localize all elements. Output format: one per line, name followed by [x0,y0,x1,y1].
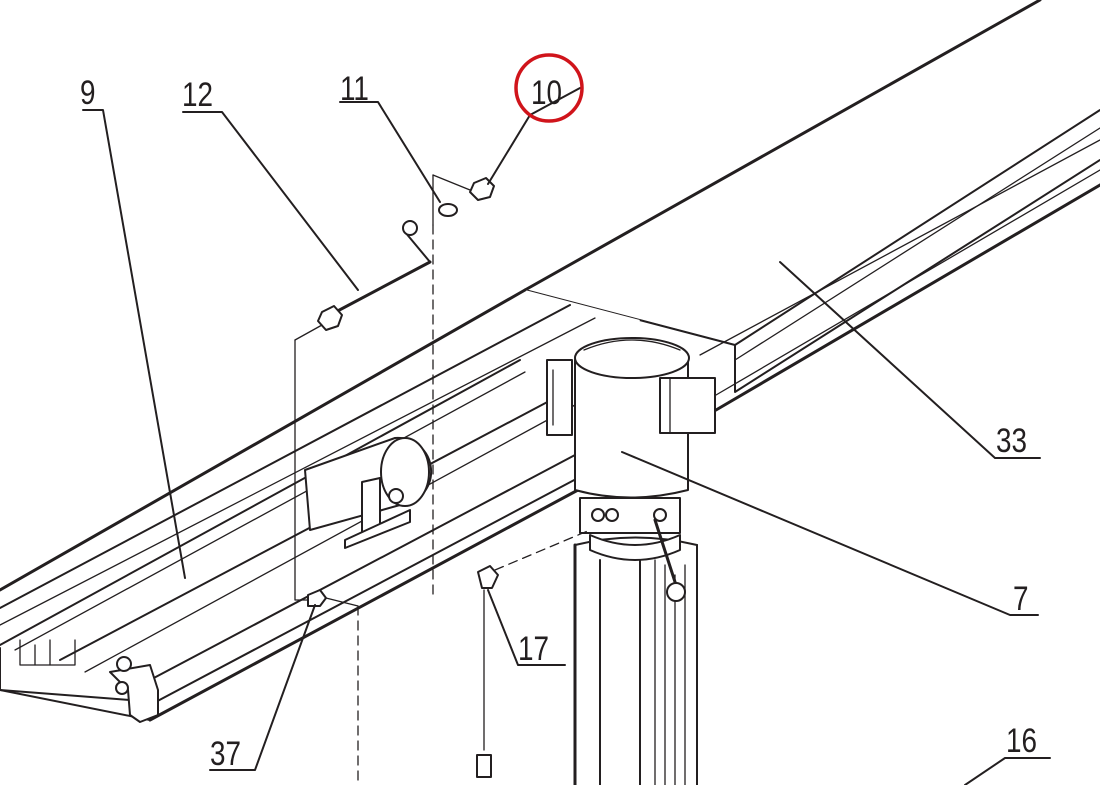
callout-37: 37 [210,734,241,772]
bolt-hardware [294,174,495,785]
callout-12: 12 [182,75,213,113]
callout-11: 11 [340,69,369,107]
inner-pulley [304,436,433,549]
callout-9: 9 [80,73,96,111]
callout-33: 33 [996,421,1027,459]
leader-lines [82,87,1051,785]
highlight-circle [514,53,584,123]
callout-10: 10 [531,73,562,111]
callout-16: 16 [1006,721,1037,759]
callout-labels: 9 12 11 10 33 7 17 37 16 [80,69,1037,772]
motor-unit [546,337,716,602]
fitting-17 [476,529,591,778]
callout-17: 17 [518,629,549,667]
callout-7: 7 [1013,579,1029,617]
vertical-post [573,536,700,785]
